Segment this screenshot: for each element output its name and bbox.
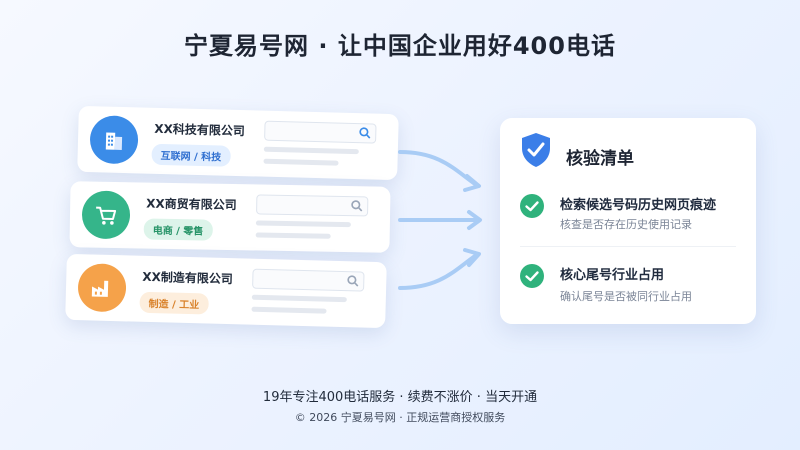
checklist-item-title: 检索候选号码历史网页痕迹 <box>560 198 717 213</box>
search-input[interactable] <box>264 120 377 144</box>
search-icon <box>351 200 363 212</box>
checklist-item-desc: 确认尾号是否被同行业占用 <box>560 290 692 303</box>
shopping-cart-icon <box>81 190 131 240</box>
building-icon <box>89 115 139 165</box>
placeholder-line <box>255 232 331 239</box>
company-card-tech[interactable]: XX科技有限公司 互联网 / 科技 <box>77 105 399 181</box>
service-tagline: 19年专注400电话服务 · 续费不涨价 · 当天开通 <box>262 390 538 405</box>
page-title: 宁夏易号网 · 让中国企业用好400电话 <box>184 32 616 60</box>
search-input[interactable] <box>256 194 369 217</box>
company-name: XX科技有限公司 <box>154 121 246 139</box>
placeholder-line <box>251 294 347 303</box>
checklist-item-desc: 核查是否存在历史使用记录 <box>560 218 692 231</box>
company-card-trade[interactable]: XX商贸有限公司 电商 / 零售 <box>69 181 391 253</box>
divider <box>520 246 736 247</box>
checklist-title: 核验清单 <box>566 149 634 169</box>
copyright: © 2026 宁夏易号网 · 正规运营商授权服务 <box>294 411 506 424</box>
factory-icon <box>77 263 127 313</box>
shield-check-icon <box>522 133 550 167</box>
search-input[interactable] <box>252 268 365 292</box>
placeholder-line <box>263 158 339 166</box>
check-circle-icon <box>520 264 544 288</box>
company-name: XX商贸有限公司 <box>146 196 237 213</box>
check-circle-icon <box>520 194 544 218</box>
placeholder-line <box>255 220 351 228</box>
search-icon <box>347 275 359 287</box>
industry-tag: 制造 / 工业 <box>139 291 209 315</box>
company-card-manufacturing[interactable]: XX制造有限公司 制造 / 工业 <box>65 253 387 329</box>
search-icon <box>359 127 371 139</box>
placeholder-line <box>263 146 359 155</box>
industry-tag: 电商 / 零售 <box>143 218 213 241</box>
checklist-item-title: 核心尾号行业占用 <box>560 268 665 283</box>
flow-arrows <box>398 150 482 290</box>
industry-tag: 互联网 / 科技 <box>151 143 231 167</box>
company-name: XX制造有限公司 <box>142 269 234 287</box>
placeholder-line <box>251 306 327 314</box>
checklist-panel: 核验清单 检索候选号码历史网页痕迹 核查是否存在历史使用记录 核心尾号行业占用 … <box>500 118 756 324</box>
